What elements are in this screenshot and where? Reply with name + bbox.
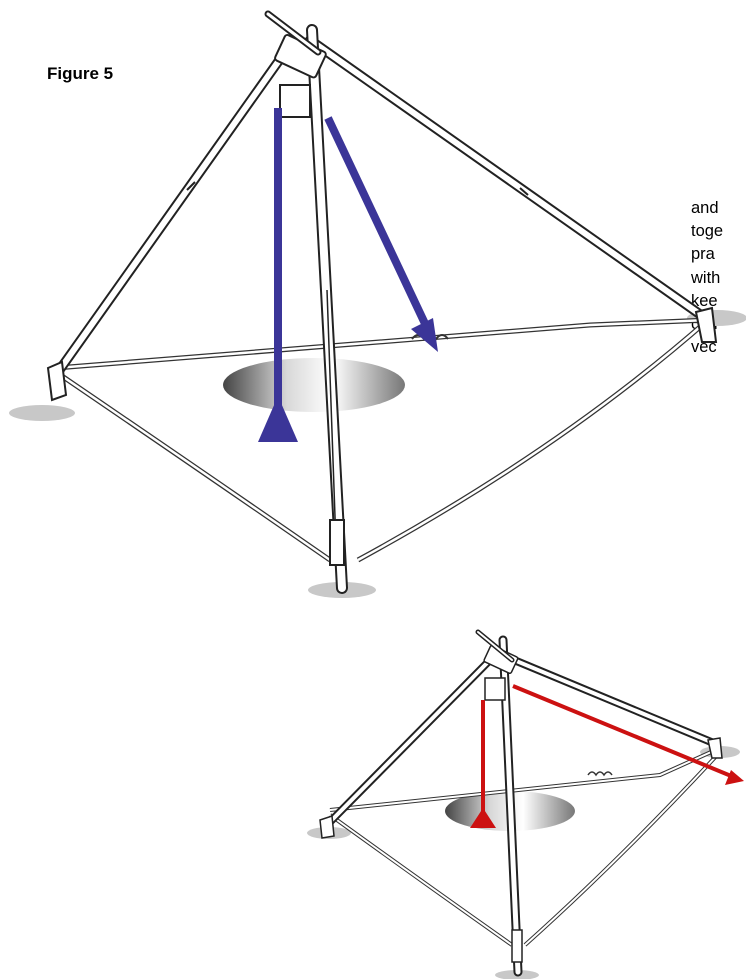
angled-load-vector bbox=[324, 116, 432, 332]
ground-hole bbox=[223, 358, 405, 412]
horizontal-load-arrowhead bbox=[725, 770, 744, 785]
text-line: toge bbox=[691, 222, 724, 241]
angled-load-arrowhead bbox=[411, 318, 438, 352]
horizontal-load-vector bbox=[512, 684, 737, 780]
vertical-load-arrowhead bbox=[258, 396, 298, 442]
vertical-load-arrowhead bbox=[470, 808, 496, 828]
ground-shadow bbox=[9, 405, 75, 421]
text-line: kee bbox=[691, 291, 718, 310]
text-line: and bbox=[691, 199, 719, 217]
text-line: with bbox=[691, 268, 721, 287]
figure-label: Figure 5 bbox=[47, 64, 114, 83]
text-line: pra bbox=[691, 245, 715, 264]
